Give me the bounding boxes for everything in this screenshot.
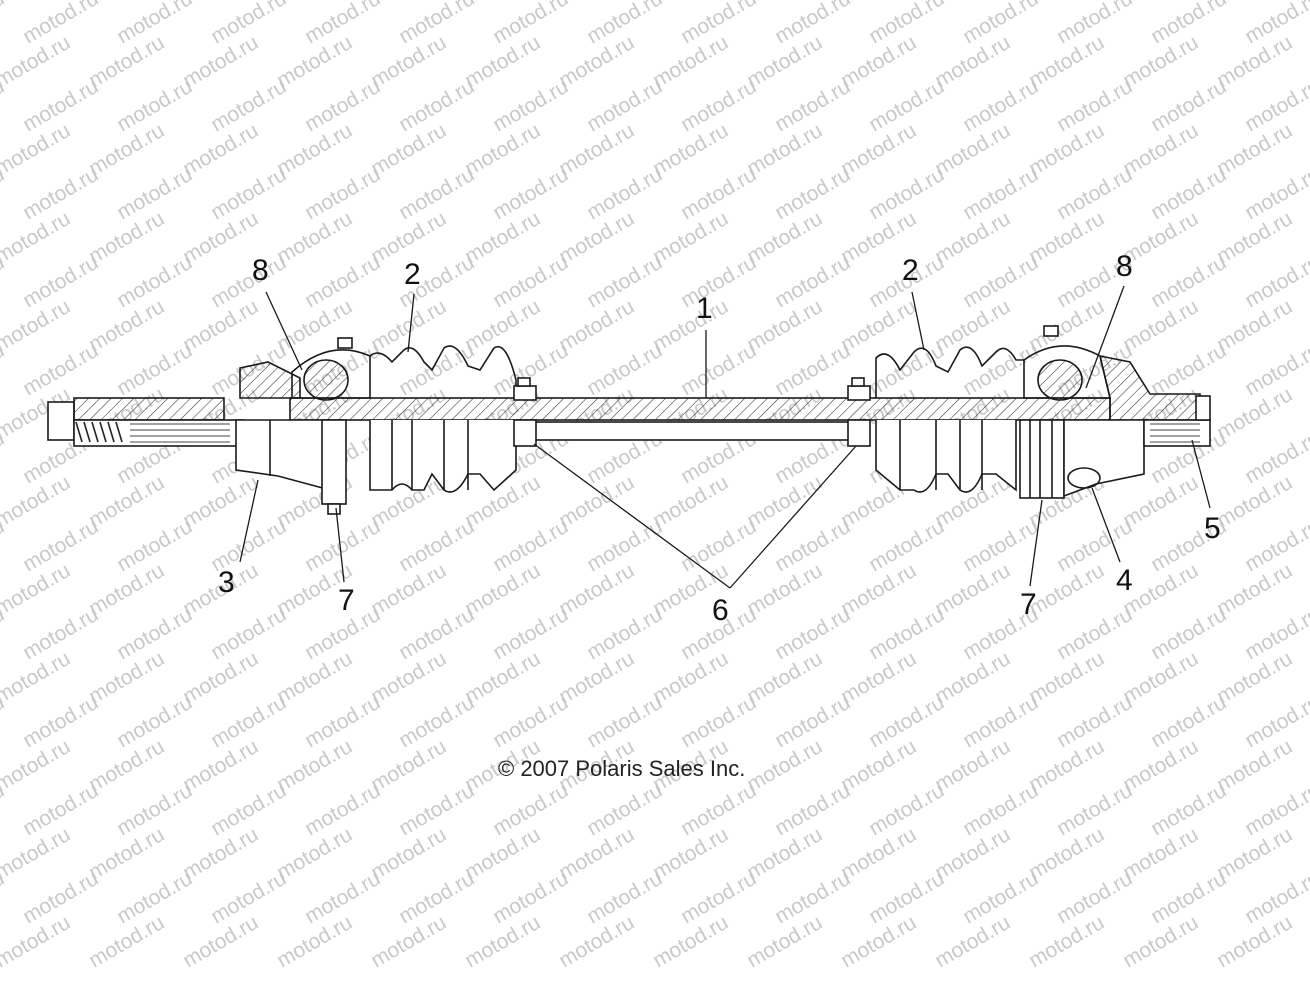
leader-4 xyxy=(1091,487,1121,563)
left-cv-joint-housing xyxy=(235,361,331,492)
callout-7-left: 7 xyxy=(338,584,355,617)
callout-7-right: 7 xyxy=(1020,588,1037,621)
leader-lines xyxy=(239,285,1211,589)
callout-1: 1 xyxy=(696,292,713,325)
leader-6-left xyxy=(533,443,731,589)
left-splined-stub xyxy=(47,397,245,447)
left-clamp xyxy=(321,419,347,515)
callout-8-left: 8 xyxy=(252,254,269,287)
axle-shaft xyxy=(289,397,1111,441)
callout-4: 4 xyxy=(1116,564,1133,597)
callout-2-right: 2 xyxy=(902,254,919,287)
leader-6-right xyxy=(729,445,857,589)
right-boot-clamp xyxy=(847,377,871,447)
right-inner-race xyxy=(1023,325,1112,401)
leader-2-right xyxy=(911,291,925,351)
right-boot xyxy=(875,346,1024,493)
left-boot-clamp xyxy=(513,377,537,447)
callout-3: 3 xyxy=(218,566,235,599)
leader-2-left xyxy=(407,293,415,353)
leader-3 xyxy=(239,479,259,563)
leader-7-left xyxy=(335,507,345,583)
left-boot xyxy=(369,345,517,493)
callout-2-left: 2 xyxy=(404,258,421,291)
leader-5 xyxy=(1191,439,1211,509)
callout-5: 5 xyxy=(1204,512,1221,545)
leader-7-right xyxy=(1029,499,1043,587)
right-clamp xyxy=(1019,419,1065,499)
leader-8-left xyxy=(265,291,303,371)
callout-8-right: 8 xyxy=(1116,250,1133,283)
right-splined-stub xyxy=(1143,395,1211,447)
callout-6: 6 xyxy=(712,594,729,627)
right-cv-joint-housing xyxy=(1063,354,1201,498)
left-inner-race xyxy=(291,337,371,401)
leader-8-right xyxy=(1085,285,1125,389)
copyright-notice: © 2007 Polaris Sales Inc. xyxy=(498,756,746,781)
